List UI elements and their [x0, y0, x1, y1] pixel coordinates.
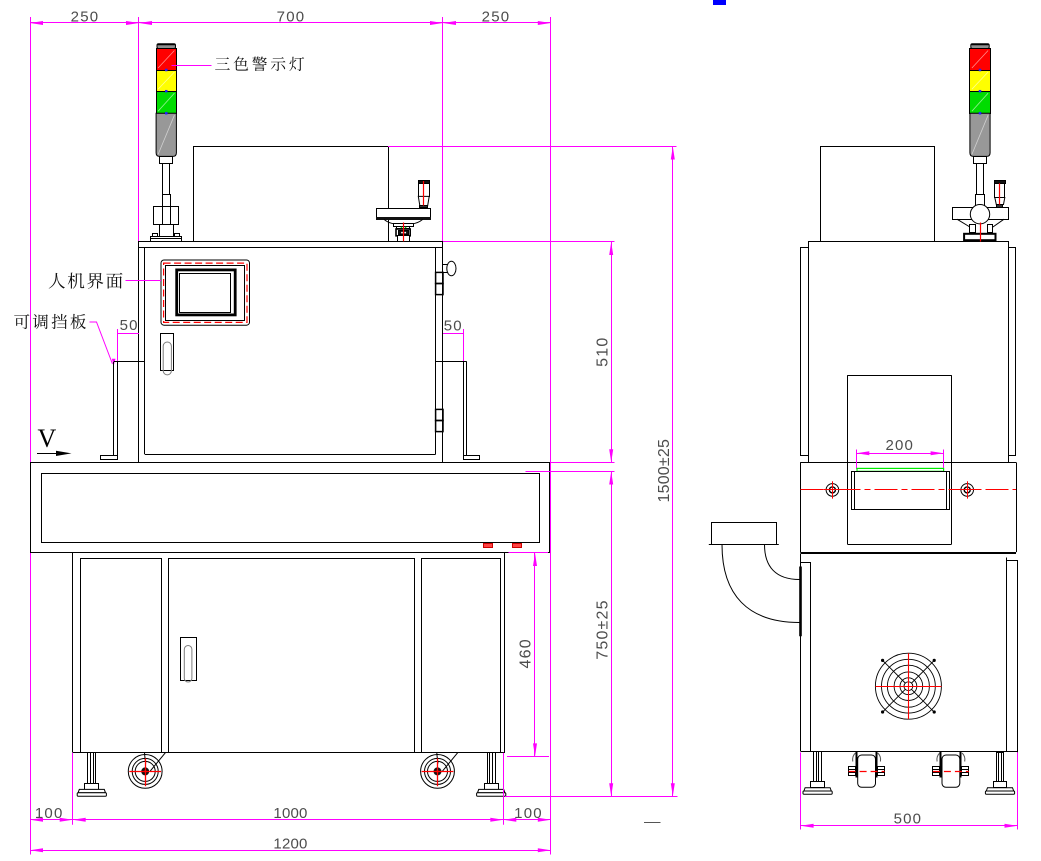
svg-text:460: 460 [518, 638, 535, 668]
svg-text:50: 50 [120, 317, 139, 334]
svg-text:500: 500 [894, 810, 923, 827]
svg-text:510: 510 [595, 337, 612, 367]
svg-text:1000: 1000 [273, 805, 307, 822]
svg-text:100: 100 [35, 805, 64, 822]
svg-text:200: 200 [885, 437, 914, 454]
svg-text:700: 700 [277, 8, 306, 25]
svg-text:50: 50 [444, 317, 463, 334]
svg-text:V: V [38, 424, 57, 453]
svg-text:1200: 1200 [273, 835, 307, 852]
svg-text:250: 250 [482, 8, 511, 25]
svg-text:750±25: 750±25 [595, 599, 612, 659]
svg-text:250: 250 [71, 8, 100, 25]
svg-text:1500±25: 1500±25 [656, 439, 673, 503]
svg-text:100: 100 [514, 805, 543, 822]
